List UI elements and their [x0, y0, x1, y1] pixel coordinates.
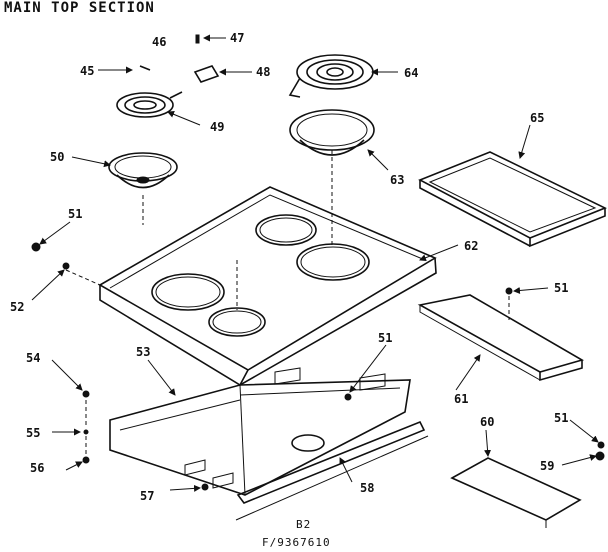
callout-51-right: 51 [554, 281, 568, 295]
leader-lines [31, 34, 599, 492]
callout-51-center: 51 [378, 331, 392, 345]
terminal-block [139, 34, 220, 83]
callout-51-lower: 51 [554, 411, 568, 425]
callout-51-left: 51 [68, 207, 82, 221]
callout-45: 45 [80, 64, 94, 78]
screws [31, 242, 605, 491]
callout-56: 56 [30, 461, 44, 475]
main-top-panel [98, 186, 437, 387]
callout-53: 53 [136, 345, 150, 359]
callout-52: 52 [10, 300, 24, 314]
callout-62: 62 [464, 239, 478, 253]
trim-frame [418, 151, 607, 248]
callout-59: 59 [540, 459, 554, 473]
small-drip-pan [108, 152, 178, 189]
callout-54: 54 [26, 351, 40, 365]
callout-65: 65 [530, 111, 544, 125]
callout-labels: 45 46 47 48 49 50 51 51 51 51 52 53 54 5… [10, 31, 568, 503]
assembly-lines [65, 150, 510, 456]
footer-code: B2 [296, 518, 311, 531]
callout-46: 46 [152, 35, 166, 49]
callout-58: 58 [360, 481, 374, 495]
callout-64: 64 [404, 66, 418, 80]
diagram-title: MAIN TOP SECTION [4, 0, 155, 16]
callout-55: 55 [26, 426, 40, 440]
footer-part-number: F/9367610 [262, 536, 331, 549]
callout-50: 50 [50, 150, 64, 164]
large-surface-element [288, 54, 374, 98]
burner-box [109, 367, 429, 521]
callout-47: 47 [230, 31, 244, 45]
bracket [450, 457, 582, 528]
rear-panel [417, 294, 585, 382]
callout-60: 60 [480, 415, 494, 429]
large-drip-pan [289, 109, 375, 156]
callout-61: 61 [454, 392, 468, 406]
callout-48: 48 [256, 65, 270, 79]
small-surface-element [116, 91, 183, 118]
callout-49: 49 [210, 120, 224, 134]
callout-57: 57 [140, 489, 154, 503]
callout-63: 63 [390, 173, 404, 187]
